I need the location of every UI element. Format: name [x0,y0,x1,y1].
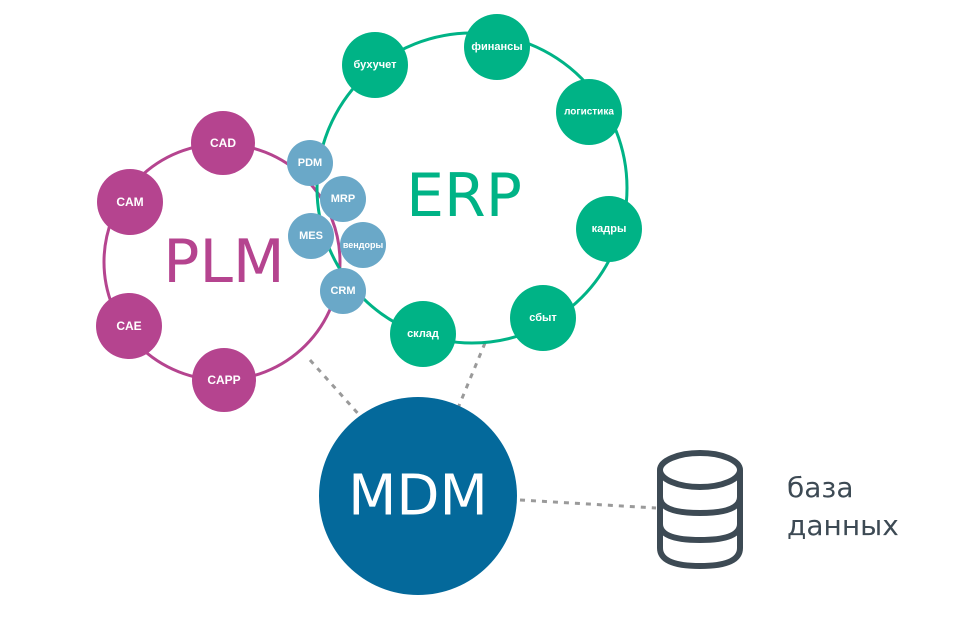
mdm-node[interactable]: MDM [319,397,517,595]
plm-node-cad[interactable]: CAD [191,111,255,175]
erp-node-sales[interactable]: сбыт [510,285,576,351]
svg-text:сбыт: сбыт [529,312,557,324]
erp-node-warehouse[interactable]: склад [390,301,456,367]
svg-text:MRP: MRP [331,193,355,205]
plm-node-capp[interactable]: CAPP [192,348,256,412]
svg-text:CAE: CAE [116,319,141,333]
svg-text:вендоры: вендоры [343,240,384,250]
svg-text:PDM: PDM [298,157,322,169]
shared-node-vendors[interactable]: вендоры [340,222,386,268]
shared-node-crm[interactable]: CRM [320,268,366,314]
svg-text:финансы: финансы [471,41,522,53]
connector-plm-mdm [308,358,364,420]
svg-text:CRM: CRM [330,285,355,297]
plm-node-cae[interactable]: CAE [96,293,162,359]
shared-node-mrp[interactable]: MRP [320,176,366,222]
database-label-line1: база [787,471,853,504]
database-label-line2: данных [787,509,899,542]
svg-text:CAM: CAM [116,195,143,209]
svg-text:CAPP: CAPP [207,373,240,387]
erp-title: ERP [406,161,522,231]
connector-mdm-database [519,498,657,510]
svg-text:логистика: логистика [564,107,614,118]
shared-node-mes[interactable]: MES [288,213,334,259]
erp-node-accounting[interactable]: бухучет [342,32,408,98]
plm-node-cam[interactable]: CAM [97,169,163,235]
svg-text:кадры: кадры [592,223,627,235]
erp-node-hr[interactable]: кадры [576,196,642,262]
plm-title: PLM [163,227,284,297]
svg-text:MDM: MDM [348,464,488,529]
shared-node-pdm[interactable]: PDM [287,140,333,186]
svg-text:бухучет: бухучет [353,59,397,71]
erp-node-logistics[interactable]: логистика [556,79,622,145]
svg-text:CAD: CAD [210,136,236,150]
svg-text:MES: MES [299,230,323,242]
erp-node-finance[interactable]: финансы [464,14,530,80]
svg-text:склад: склад [407,328,439,340]
database-icon [657,450,743,570]
connector-erp-mdm [456,342,487,409]
